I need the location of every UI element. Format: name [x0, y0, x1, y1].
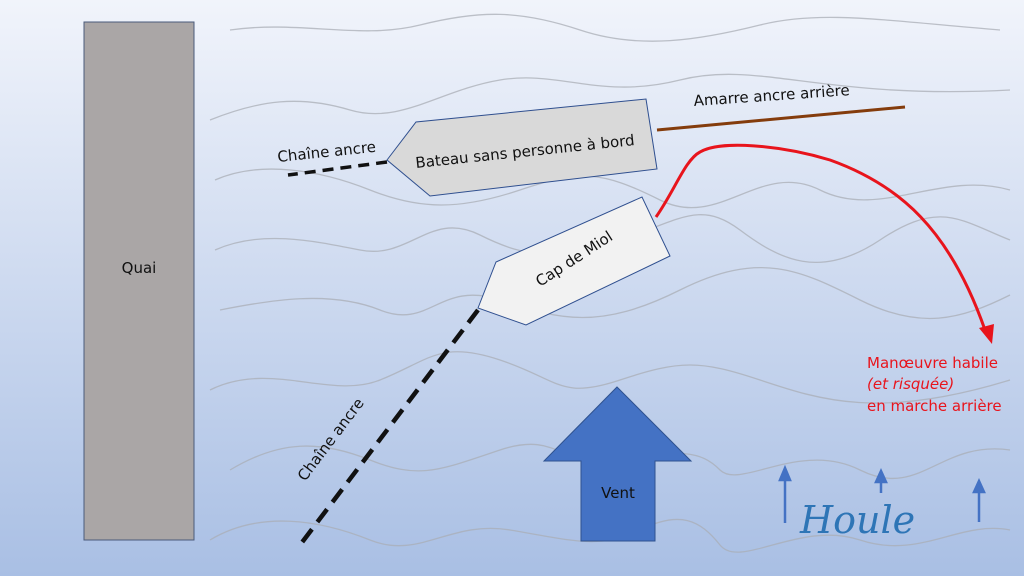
swell-label: Houle	[799, 498, 915, 542]
wind-arrow: Vent	[542, 386, 693, 542]
quai-label: Quai	[122, 259, 157, 277]
wind-label: Vent	[601, 484, 635, 502]
waves	[209, 13, 1011, 553]
swell-arrow-icon	[972, 477, 986, 494]
maneuver-line2: (et risquée)	[867, 375, 954, 393]
arrowhead-icon	[979, 324, 994, 344]
maneuver-path	[654, 143, 994, 344]
swell: Houle	[778, 464, 986, 542]
maneuver-line3: en marche arrière	[867, 397, 1002, 415]
quai: Quai	[83, 21, 195, 541]
swell-arrow-icon	[778, 464, 792, 482]
boat-unmanned: Bateau sans personne à bord	[386, 98, 658, 197]
maneuver-line1: Manœuvre habile	[867, 354, 998, 372]
swell-arrow-icon	[874, 467, 888, 484]
